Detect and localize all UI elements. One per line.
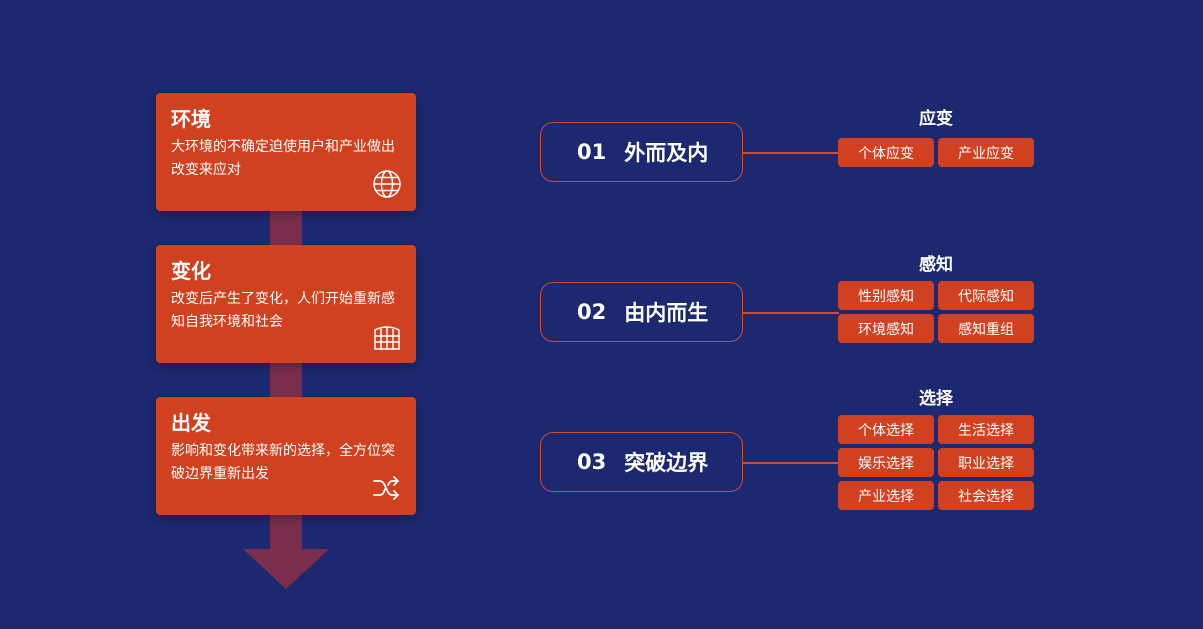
globe-icon	[373, 170, 401, 198]
group-title-adapt: 应变	[919, 109, 953, 129]
tag: 职业选择	[938, 448, 1034, 477]
step-title: 出发	[171, 411, 211, 435]
step-description: 影响和变化带来新的选择，全方位突破边界重新出发	[171, 443, 395, 482]
tag: 环境感知	[838, 314, 934, 343]
step-card-environment: 环境 大环境的不确定迫使用户和产业做出改变来应对	[156, 93, 416, 211]
group-title-choose: 选择	[919, 389, 953, 409]
branch-connector-03	[743, 462, 839, 464]
tag: 娱乐选择	[838, 448, 934, 477]
tag: 感知重组	[938, 314, 1034, 343]
tag: 个体应变	[838, 138, 934, 167]
branch-pill-02: 02 由内而生	[540, 282, 743, 342]
step-description: 改变后产生了变化，人们开始重新感知自我环境和社会	[171, 291, 395, 330]
branch-pill-01: 01 外而及内	[540, 122, 743, 182]
tag: 性别感知	[838, 281, 934, 310]
branch-number: 01	[577, 140, 607, 164]
shuffle-icon	[373, 476, 399, 500]
branch-label: 突破边界	[624, 451, 709, 475]
arrow-head	[243, 549, 329, 589]
branch-pill-03: 03 突破边界	[540, 432, 743, 492]
step-title: 变化	[171, 259, 211, 283]
branch-number: 03	[577, 450, 607, 474]
group-title-perceive: 感知	[919, 255, 953, 275]
tag: 生活选择	[938, 415, 1034, 444]
branch-label: 由内而生	[624, 301, 709, 325]
step-card-change: 变化 改变后产生了变化，人们开始重新感知自我环境和社会	[156, 245, 416, 363]
step-card-depart: 出发 影响和变化带来新的选择，全方位突破边界重新出发	[156, 397, 416, 515]
branch-connector-02	[743, 312, 839, 314]
tag: 产业选择	[838, 481, 934, 510]
tag: 社会选择	[938, 481, 1034, 510]
building-icon	[374, 326, 400, 350]
step-title: 环境	[171, 107, 211, 131]
tag: 产业应变	[938, 138, 1034, 167]
step-description: 大环境的不确定迫使用户和产业做出改变来应对	[171, 139, 395, 178]
branch-connector-01	[743, 152, 839, 154]
branch-label: 外而及内	[624, 141, 709, 165]
branch-number: 02	[577, 300, 607, 324]
tag: 代际感知	[938, 281, 1034, 310]
tag: 个体选择	[838, 415, 934, 444]
